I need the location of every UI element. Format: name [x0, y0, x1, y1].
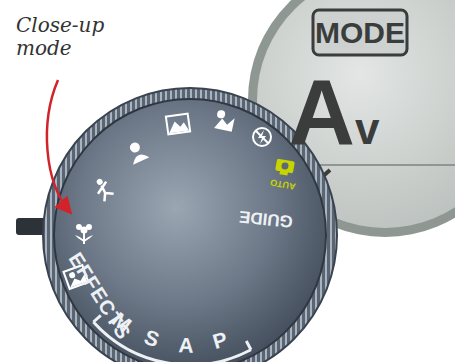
mode-letter: A [178, 334, 194, 356]
mode-dial-part [54, 99, 326, 362]
auto-camera-icon-part [279, 170, 288, 175]
auto-text: AUTO [270, 177, 297, 190]
landscape-icon-part [168, 120, 189, 134]
lcd-av-text: Av [289, 66, 380, 158]
landscape-icon [166, 114, 190, 135]
mode-letter: P [210, 328, 229, 352]
auto-camera-icon-part [281, 162, 289, 170]
portrait-icon [125, 139, 150, 165]
flower-icon-part [83, 232, 85, 244]
flower-icon-part [86, 224, 92, 230]
portrait-icon-part [128, 141, 141, 154]
flower-icon-part [75, 235, 84, 242]
mode-icons [64, 110, 295, 289]
dial-text: GUIDE [238, 208, 293, 231]
landscape-icon-part [166, 114, 190, 135]
flash-off-icon-part [256, 131, 268, 143]
flower-icon [75, 224, 93, 244]
magnified-inset-part [313, 10, 407, 55]
night-icon-part [214, 114, 235, 131]
night-icon-part [216, 110, 225, 119]
flash-off-icon-part [253, 128, 271, 146]
flash-off-icon [253, 128, 271, 146]
flower-icon-part [76, 224, 82, 230]
night-icon [214, 110, 236, 132]
flower-icon-part [84, 235, 93, 242]
sports-icon [91, 176, 115, 201]
portrait-icon-part [130, 151, 149, 164]
lcd-mode-text: MODE [315, 18, 405, 48]
sports-icon-part [95, 182, 115, 202]
callout-text: Close-up mode [16, 14, 108, 60]
mode-letter: S [142, 326, 162, 351]
callout-leader [47, 80, 70, 212]
callout-leader-part [47, 80, 70, 212]
